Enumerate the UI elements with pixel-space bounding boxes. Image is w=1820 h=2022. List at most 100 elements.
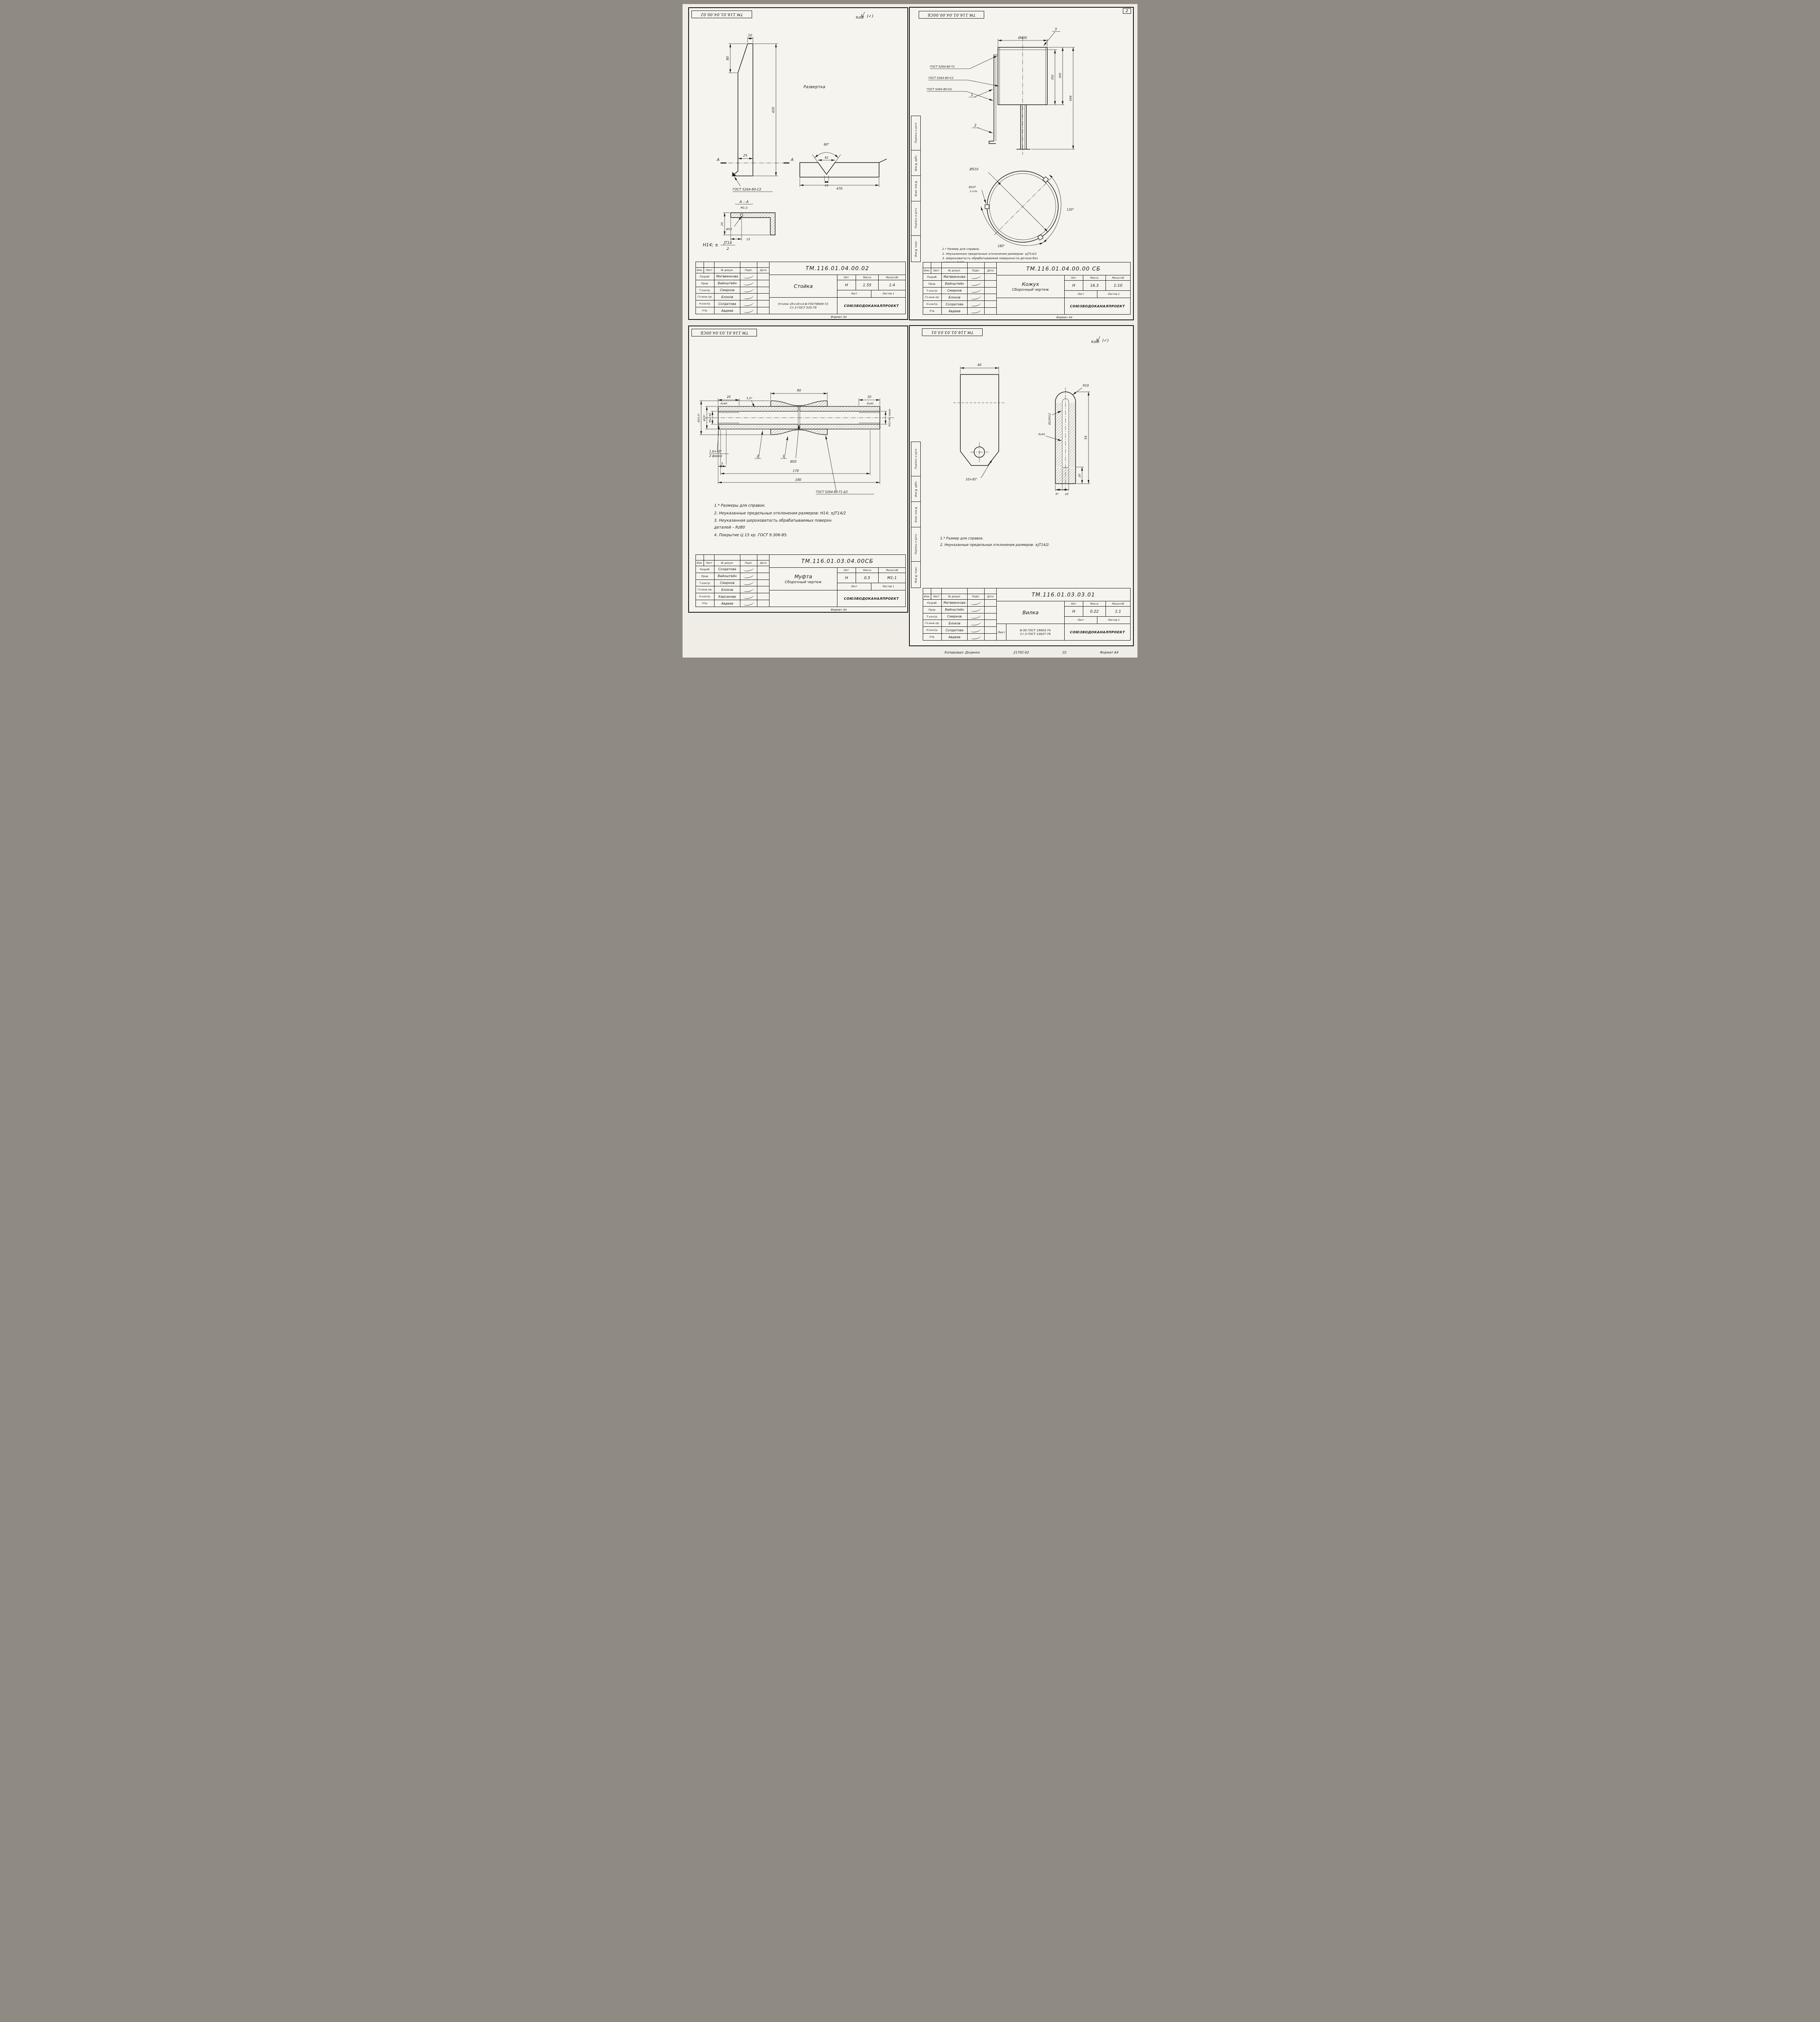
signature-row: Н.контр. Солдатова [923,301,996,308]
signature-row: Разраб. Матвеенкова [923,600,996,607]
item-balloon-1: 1 [782,455,785,459]
title-block-middle: Вилка Лит. Масса Масштаб Н 0.22 1:1 [997,601,1130,624]
date-cell [757,573,769,580]
role-label: Разраб. [696,273,714,280]
note-line: 2. Неуказанные предельные отклонения раз… [714,511,846,516]
cell [942,262,968,268]
dim-55: 55 [1084,436,1088,440]
sheet-label: Лист [837,290,871,297]
margin-column: Подпись и дата Инв.№ дубл. Взам. инв.№ П… [911,116,921,262]
signature-cell [740,300,757,307]
weld-callout-n1: ГОСТ 5264-80-Н1 [927,88,952,91]
col-podp: Подп. [968,268,985,273]
margin-label: Инв.№ дубл. [914,155,917,171]
view-label: Развертка [803,85,825,89]
margin-box: Подпись и дата [911,527,921,562]
cell [923,262,931,268]
role-label: Утв. [923,308,942,314]
person-name: Матвеенкова [942,274,968,280]
dim-90: 90 [797,389,801,392]
lit-header: Лит. [1065,275,1083,280]
plate-view: 40 10×45° [953,363,1005,481]
date-cell [757,593,769,600]
format-label: Формат А4 [1056,316,1072,319]
note-line: 4. Покрытие Ц 15 хр. ГОСТ 9.306-85. [714,533,788,537]
col-podp: Подп. [740,560,757,566]
roughness-rz40: Rz40 [1038,433,1045,436]
person-name: Авдеев [714,307,740,314]
mass-header: Масса [1083,601,1106,606]
col-podp: Подп. [968,594,985,599]
dim-15: 15 [746,238,750,241]
margin-label: Подпись и дата [914,208,917,228]
dim-698: 698 [1069,95,1072,101]
title-block-right: ТМ.116.01.04.00.02 Стойка Лит. Масса Мас… [769,262,905,314]
dim-80: 80 [726,56,729,60]
person-name: Матвеенкова [714,273,740,280]
sheets-count: Листов 1 [1108,619,1120,622]
title-block-middle: Кожух Сборочный чертеж Лит. Масса Масшта… [997,275,1130,298]
roughness-check-icon: √ [1096,336,1100,343]
margin-label: Взам. инв.№ [914,506,917,522]
person-name: Солдатова [714,300,740,307]
cell [696,262,704,267]
fork-view: R10 Ø12H12 Rz40 55 20 5* 10 [1038,384,1090,496]
role-label: Пров. [696,573,714,580]
coupling-assembly-view: Rz40 Rz40 90 20 20 3,2* Ø33,5* Ø25* [697,389,895,495]
margin-box: Подпись и дата [911,116,921,150]
copy-sheet-ref: 22 [1062,651,1067,654]
scale-value: 1:1 [1115,609,1121,614]
roughness-value: Rz80 [1091,340,1099,344]
copy-footer: Копировал: Доценко 21702-02 22 Формат А4 [945,651,1118,654]
role-label: Гл.инж.пр. [923,294,942,301]
person-name: Смирнов [714,580,740,586]
dim-20-right: 20 [867,395,871,399]
title-block-left: Изм. Лист № докум. Подп. Дата Разраб. Ма… [923,262,997,314]
weld-callout: ГОСТ 5264-80-С2 [733,188,761,191]
signature-row: Пров. Вайнштейн [696,280,769,287]
signature-cell [968,274,985,280]
cell [714,555,740,560]
scale-value: М1:1 [887,575,897,580]
signature-row: Пров. Вайнштейн [923,606,996,613]
col-izm: Изм. [696,268,704,273]
dim-dia10-holes: Ø10* [968,186,976,189]
scale-header: Масштаб [1112,276,1124,279]
inverted-doc-stamp: ТМ.116.01.03.03.01 [922,328,983,336]
col-list: Лист [704,560,714,566]
signature-cell [740,573,757,580]
dim-170: 170 [793,469,799,473]
col-izm: Изм. [923,268,931,273]
mass-value: 0.22 [1083,607,1106,616]
part-name-line2: Сборочный чертеж [1012,288,1049,292]
note-line: 3. Неуказанная шероховатость обрабатывае… [714,518,833,530]
mass-value: 16.3 [1083,281,1106,290]
roughness-check-icon: √ [860,11,865,19]
part-name: Кожух Сборочный чертеж [997,275,1065,298]
lit-header: Лит. [1065,601,1083,606]
margin-box: Инв.№ подл. [911,561,921,588]
dim-20: 20 [1078,474,1081,477]
person-name: Авдеев [714,600,740,607]
scale-value: 1:4 [889,283,895,288]
date-cell [757,300,769,307]
stamp-text: ТМ.116.01.04.00.00СБ [927,13,976,17]
cell [968,262,985,268]
person-name: Солдатова [942,301,968,308]
signature-mark [970,634,981,640]
sheet-stoyka: ТМ.116.01.04.00.02 Rz80 √ (✓) 10 80 [688,7,908,320]
date-cell [985,274,996,280]
thread-right: М12-6Н левая [888,409,891,427]
development-view: Развертка 90° 82 10 470 [799,85,887,190]
roughness-value: Rz80 [856,16,864,19]
signature-mark [743,288,754,293]
chamfer-qty: 2 фаски [709,454,722,458]
cell [757,555,769,560]
all-surfaces-mark: (✓) [1102,338,1109,343]
signature-row: Т.контр. Смирнов [923,613,996,620]
dim-angle-180: 180° [998,244,1005,248]
dim-20-left: 20 [727,395,731,399]
signature-mark [970,308,981,314]
part-name: Муфта Сборочный чертеж [769,568,837,590]
title-block-bottom: СОЮЗВОДОКАНАЛПРОЕКТ [997,298,1130,314]
